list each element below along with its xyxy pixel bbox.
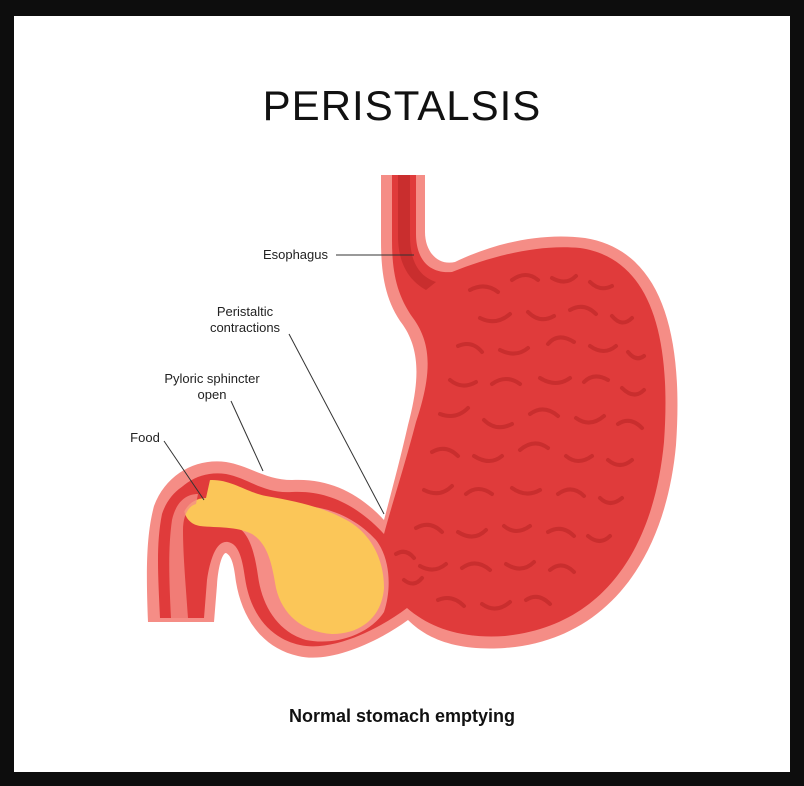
label-food: Food bbox=[130, 430, 160, 445]
pyloric-leader bbox=[231, 401, 263, 471]
label-peristaltic-line2: contractions bbox=[210, 320, 281, 335]
label-pyloric-line2: open bbox=[198, 387, 227, 402]
diagram-caption: Normal stomach emptying bbox=[0, 706, 804, 727]
label-peristaltic-line1: Peristaltic bbox=[217, 304, 274, 319]
label-pyloric-line1: Pyloric sphincter bbox=[164, 371, 260, 386]
label-esophagus: Esophagus bbox=[263, 247, 329, 262]
